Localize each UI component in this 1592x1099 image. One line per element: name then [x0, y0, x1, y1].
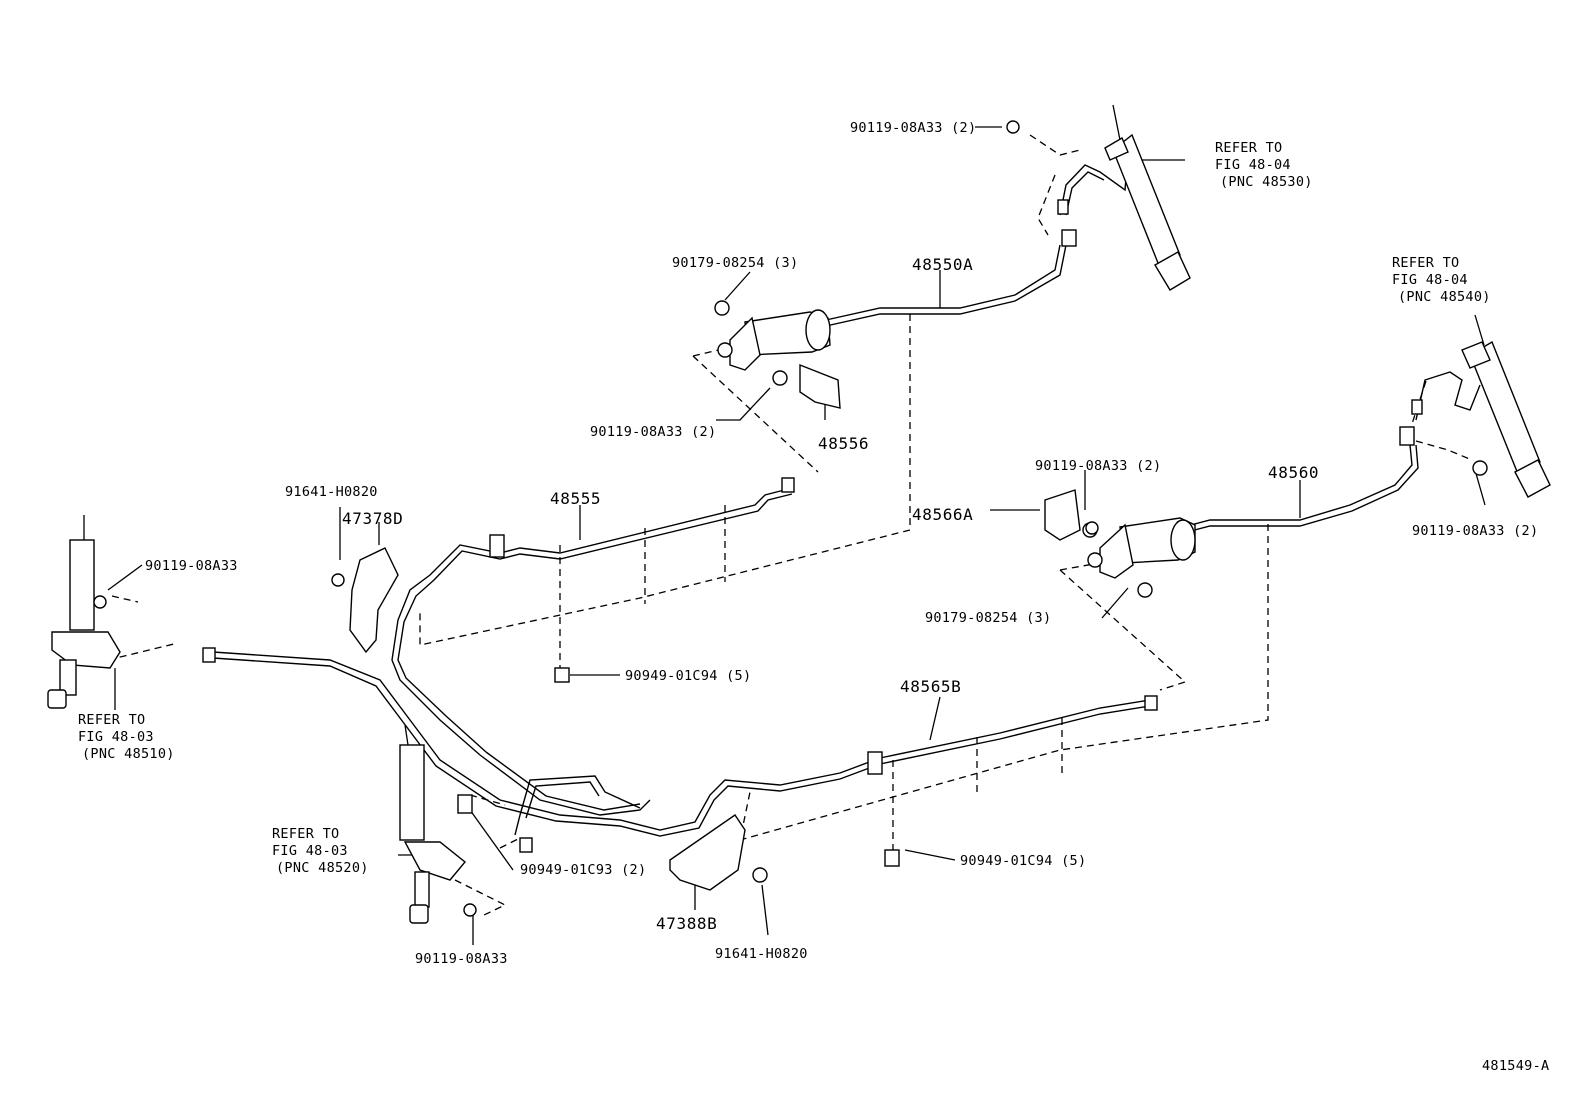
shock-absorber-top-right — [1104, 104, 1191, 291]
actuator-48550 — [714, 300, 831, 371]
callout-refer-48530-line2: FIG 48-04 — [1215, 157, 1291, 173]
callout-90949-c94-b: 90949-01C94 (5) — [960, 853, 1086, 869]
callout-90119-mid: 90119-08A33 (2) — [590, 424, 716, 440]
dashed-guide-lines — [107, 134, 1473, 916]
callout-90949-c94-a: 90949-01C94 (5) — [625, 668, 751, 684]
callout-47388B: 47388B — [656, 914, 717, 933]
pipes — [212, 154, 1481, 837]
callout-refer-48510-line1: REFER TO — [78, 712, 145, 728]
fasteners — [93, 120, 1488, 917]
callout-47378D: 47378D — [342, 509, 403, 528]
bracket-48556 — [772, 363, 841, 409]
actuator-48560 — [1087, 517, 1196, 598]
strut-lower-left — [399, 724, 466, 924]
heat-shield-47388B — [669, 814, 768, 891]
callout-90119-right-a: 90119-08A33 (2) — [1035, 458, 1161, 474]
callout-refer-48540-line1: REFER TO — [1392, 255, 1459, 271]
callout-refer-48540-line2: FIG 48-04 — [1392, 272, 1468, 288]
callout-90119-top: 90119-08A33 (2) — [850, 120, 976, 136]
figure-id: 481549-A — [1482, 1058, 1549, 1074]
callout-48566A: 48566A — [912, 505, 973, 524]
callout-refer-48530-line1: REFER TO — [1215, 140, 1282, 156]
callout-90179-right: 90179-08254 (3) — [925, 610, 1051, 626]
callout-refer-48520-line2: FIG 48-03 — [272, 843, 348, 859]
callout-90119-bottom: 90119-08A33 — [415, 951, 508, 967]
leader-lines — [107, 126, 1486, 945]
callout-90179-top: 90179-08254 (3) — [672, 255, 798, 271]
callout-refer-48510-line2: FIG 48-03 — [78, 729, 154, 745]
callout-48550A: 48550A — [912, 255, 973, 274]
callout-91641-bottom: 91641-H0820 — [715, 946, 808, 962]
callout-refer-48510-line3: (PNC 48510) — [82, 746, 175, 762]
callout-refer-48540-line3: (PNC 48540) — [1398, 289, 1491, 305]
callout-91641-top: 91641-H0820 — [285, 484, 378, 500]
callout-90119-left: 90119-08A33 — [145, 558, 238, 574]
callout-48555: 48555 — [550, 489, 601, 508]
strut-left — [47, 515, 121, 709]
callout-refer-48520-line1: REFER TO — [272, 826, 339, 842]
callout-90949-c93: 90949-01C93 (2) — [520, 862, 646, 878]
callout-90119-far-right: 90119-08A33 (2) — [1412, 523, 1538, 539]
heat-shield-47378D — [331, 547, 399, 654]
callouts: 90119-08A33 (2) REFER TO FIG 48-04 (PNC … — [78, 120, 1549, 1074]
callout-refer-48530-line3: (PNC 48530) — [1220, 174, 1313, 190]
shock-absorber-right — [1461, 314, 1551, 498]
callout-48565B: 48565B — [900, 677, 961, 696]
callout-48556: 48556 — [818, 434, 869, 453]
callout-refer-48520-line3: (PNC 48520) — [276, 860, 369, 876]
callout-48560: 48560 — [1268, 463, 1319, 482]
